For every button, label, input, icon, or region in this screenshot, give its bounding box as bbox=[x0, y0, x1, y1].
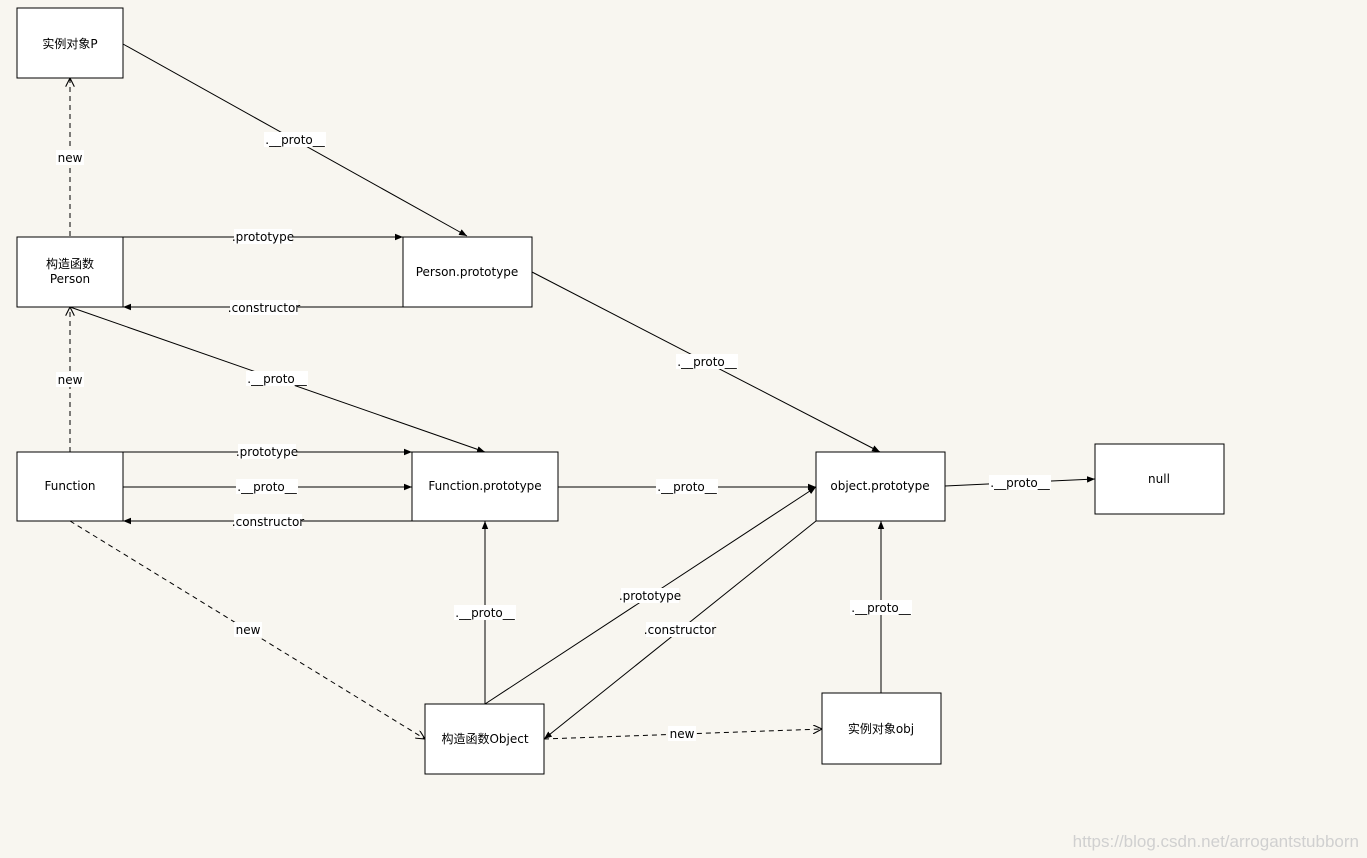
edge-label: new bbox=[58, 373, 83, 387]
edge-label: new bbox=[236, 623, 261, 637]
edge-label: .__proto__ bbox=[990, 476, 1050, 490]
edge-label: .__proto__ bbox=[851, 601, 911, 615]
node-label: 实例对象obj bbox=[848, 721, 914, 736]
edge-function-proto-funcproto: .__proto__ bbox=[123, 479, 412, 494]
node-label: Function bbox=[44, 479, 95, 493]
edge-label: .prototype bbox=[236, 445, 298, 459]
edge-function-new-person: new bbox=[56, 307, 84, 452]
edge-label: new bbox=[670, 727, 695, 741]
edge-person-new-p: new bbox=[56, 78, 84, 236]
edge-label: .__proto__ bbox=[455, 606, 515, 620]
node-label-line-1: 构造函数 bbox=[46, 256, 94, 271]
edge-label: .prototype bbox=[619, 589, 681, 603]
watermark-text: https://blog.csdn.net/arrogantstubborn bbox=[1072, 832, 1359, 851]
node-label: Function.prototype bbox=[428, 479, 541, 493]
edge-label: .__proto__ bbox=[237, 480, 297, 494]
edge-objproto-proto-null: .__proto__ bbox=[944, 475, 1096, 490]
edge-label: .__proto__ bbox=[657, 480, 717, 494]
node-ctor-object[interactable]: 构造函数Object bbox=[424, 703, 545, 775]
node-label-line-2: Person bbox=[50, 272, 90, 286]
edge-label: .prototype bbox=[232, 230, 294, 244]
edge-object-prototype: .prototype bbox=[484, 486, 817, 705]
node-function[interactable]: Function bbox=[16, 451, 124, 522]
edge-function-prototype: .prototype bbox=[123, 444, 412, 459]
edge-object-new-obj: new bbox=[543, 726, 822, 741]
edge-label: .constructor bbox=[232, 515, 305, 529]
node-label: object.prototype bbox=[830, 479, 929, 493]
node-person-prototype[interactable]: Person.prototype bbox=[402, 236, 533, 308]
edge-label: .constructor bbox=[228, 301, 301, 315]
node-label: 构造函数Object bbox=[441, 731, 528, 746]
edge-label: new bbox=[58, 151, 83, 165]
node-label: 实例对象P bbox=[42, 36, 97, 51]
edge-personproto-proto-objproto: .__proto__ bbox=[531, 271, 881, 453]
node-instance-obj[interactable]: 实例对象obj bbox=[821, 692, 942, 765]
node-label: Person.prototype bbox=[416, 265, 519, 279]
nodes: 实例对象P 构造函数 Person Person.prototype Funct… bbox=[16, 7, 1225, 775]
edge-object-proto-funcproto: .__proto__ bbox=[454, 521, 516, 704]
edge-objproto-constructor: .constructor bbox=[543, 520, 817, 740]
node-function-prototype[interactable]: Function.prototype bbox=[411, 451, 559, 522]
edge-obj-proto-objproto: .__proto__ bbox=[850, 521, 912, 693]
edge-person-prototype: .prototype bbox=[123, 229, 403, 244]
edge-label: .constructor bbox=[644, 623, 717, 637]
edge-personproto-constructor: .constructor bbox=[123, 300, 403, 315]
edge-label: .__proto__ bbox=[265, 133, 325, 147]
node-null[interactable]: null bbox=[1094, 443, 1225, 515]
edge-label: .__proto__ bbox=[677, 355, 737, 369]
node-object-prototype[interactable]: object.prototype bbox=[815, 451, 946, 522]
edge-label: .__proto__ bbox=[247, 372, 307, 386]
edge-funcproto-proto-objproto: .__proto__ bbox=[558, 479, 816, 494]
edge-function-new-object: new bbox=[69, 520, 425, 739]
edge-person-proto-funcproto: .__proto__ bbox=[69, 306, 486, 453]
node-ctor-person[interactable]: 构造函数 Person bbox=[16, 236, 124, 308]
node-label: null bbox=[1148, 472, 1170, 486]
edge-funcproto-constructor: .constructor bbox=[123, 514, 412, 529]
edges: .__proto__ new .prototype .constructor .… bbox=[56, 43, 1096, 741]
node-instance-p[interactable]: 实例对象P bbox=[16, 7, 124, 79]
edge-p-proto-personproto: .__proto__ bbox=[122, 43, 468, 237]
